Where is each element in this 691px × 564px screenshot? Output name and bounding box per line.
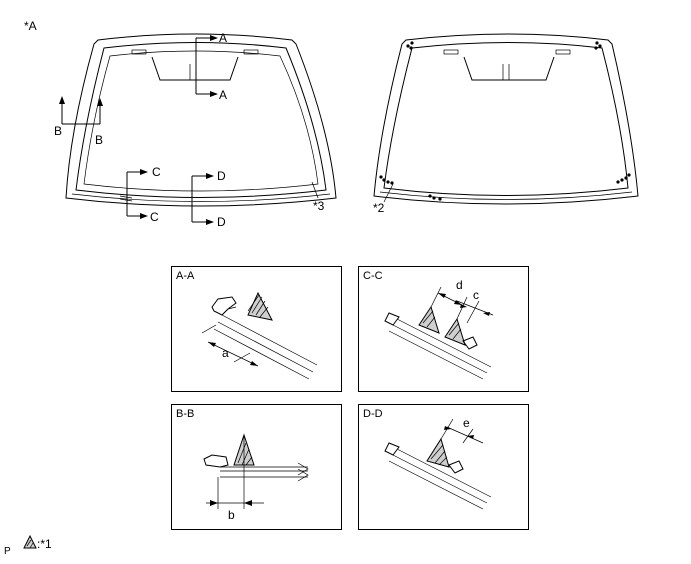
section-panel-d-d: D-D e — [358, 404, 529, 530]
right-top-mark-1 — [443, 49, 459, 55]
dimension-a: a — [222, 346, 229, 360]
corner-letter: P — [4, 546, 11, 557]
section-label-a-bottom: A — [219, 88, 228, 102]
section-panel-a-a: A-A a — [171, 266, 342, 392]
panel-title-b-b: B-B — [176, 408, 195, 420]
section-label-d-top: D — [217, 169, 226, 183]
section-label-c-bottom: C — [150, 210, 159, 224]
section-panel-c-c: C-C d c — [358, 266, 529, 392]
section-label-d-bottom: D — [217, 215, 226, 229]
panel-title-d-d: D-D — [363, 408, 383, 420]
left-windshield-molding — [83, 50, 319, 192]
adhesive-bead-c-c-2 — [444, 317, 466, 346]
left-windshield-inner — [75, 42, 327, 198]
right-top-mark-2 — [555, 49, 571, 55]
section-label-b-right: B — [95, 133, 104, 147]
section-label-c-top: C — [152, 165, 161, 179]
dimension-d: d — [456, 278, 463, 292]
left-top-mark-1 — [131, 49, 147, 55]
right-windshield-outer — [373, 33, 639, 205]
section-panel-b-b: B-B b — [171, 404, 342, 530]
panel-title-a-a: A-A — [176, 270, 195, 282]
adhesive-bead-c-c-1 — [418, 305, 440, 334]
panel-title-c-c: C-C — [363, 270, 383, 282]
left-mirror-mount — [151, 56, 239, 81]
right-windshield-inner — [383, 42, 629, 196]
left-top-mark-2 — [243, 49, 259, 55]
right-spacer-dots — [379, 41, 631, 201]
figure-label: *A — [24, 19, 37, 33]
section-label-b-left: B — [54, 124, 63, 138]
legend-text: :*1 — [37, 537, 52, 551]
dimension-b: b — [228, 508, 235, 522]
dimension-e: e — [463, 416, 470, 430]
adhesive-bead-d-d — [426, 437, 450, 468]
callout-star-3: *3 — [313, 199, 325, 213]
dimension-c: c — [473, 288, 479, 302]
callout-star-2: *2 — [373, 201, 385, 215]
section-label-a-top: A — [219, 31, 228, 45]
left-windshield-outer — [65, 33, 337, 207]
